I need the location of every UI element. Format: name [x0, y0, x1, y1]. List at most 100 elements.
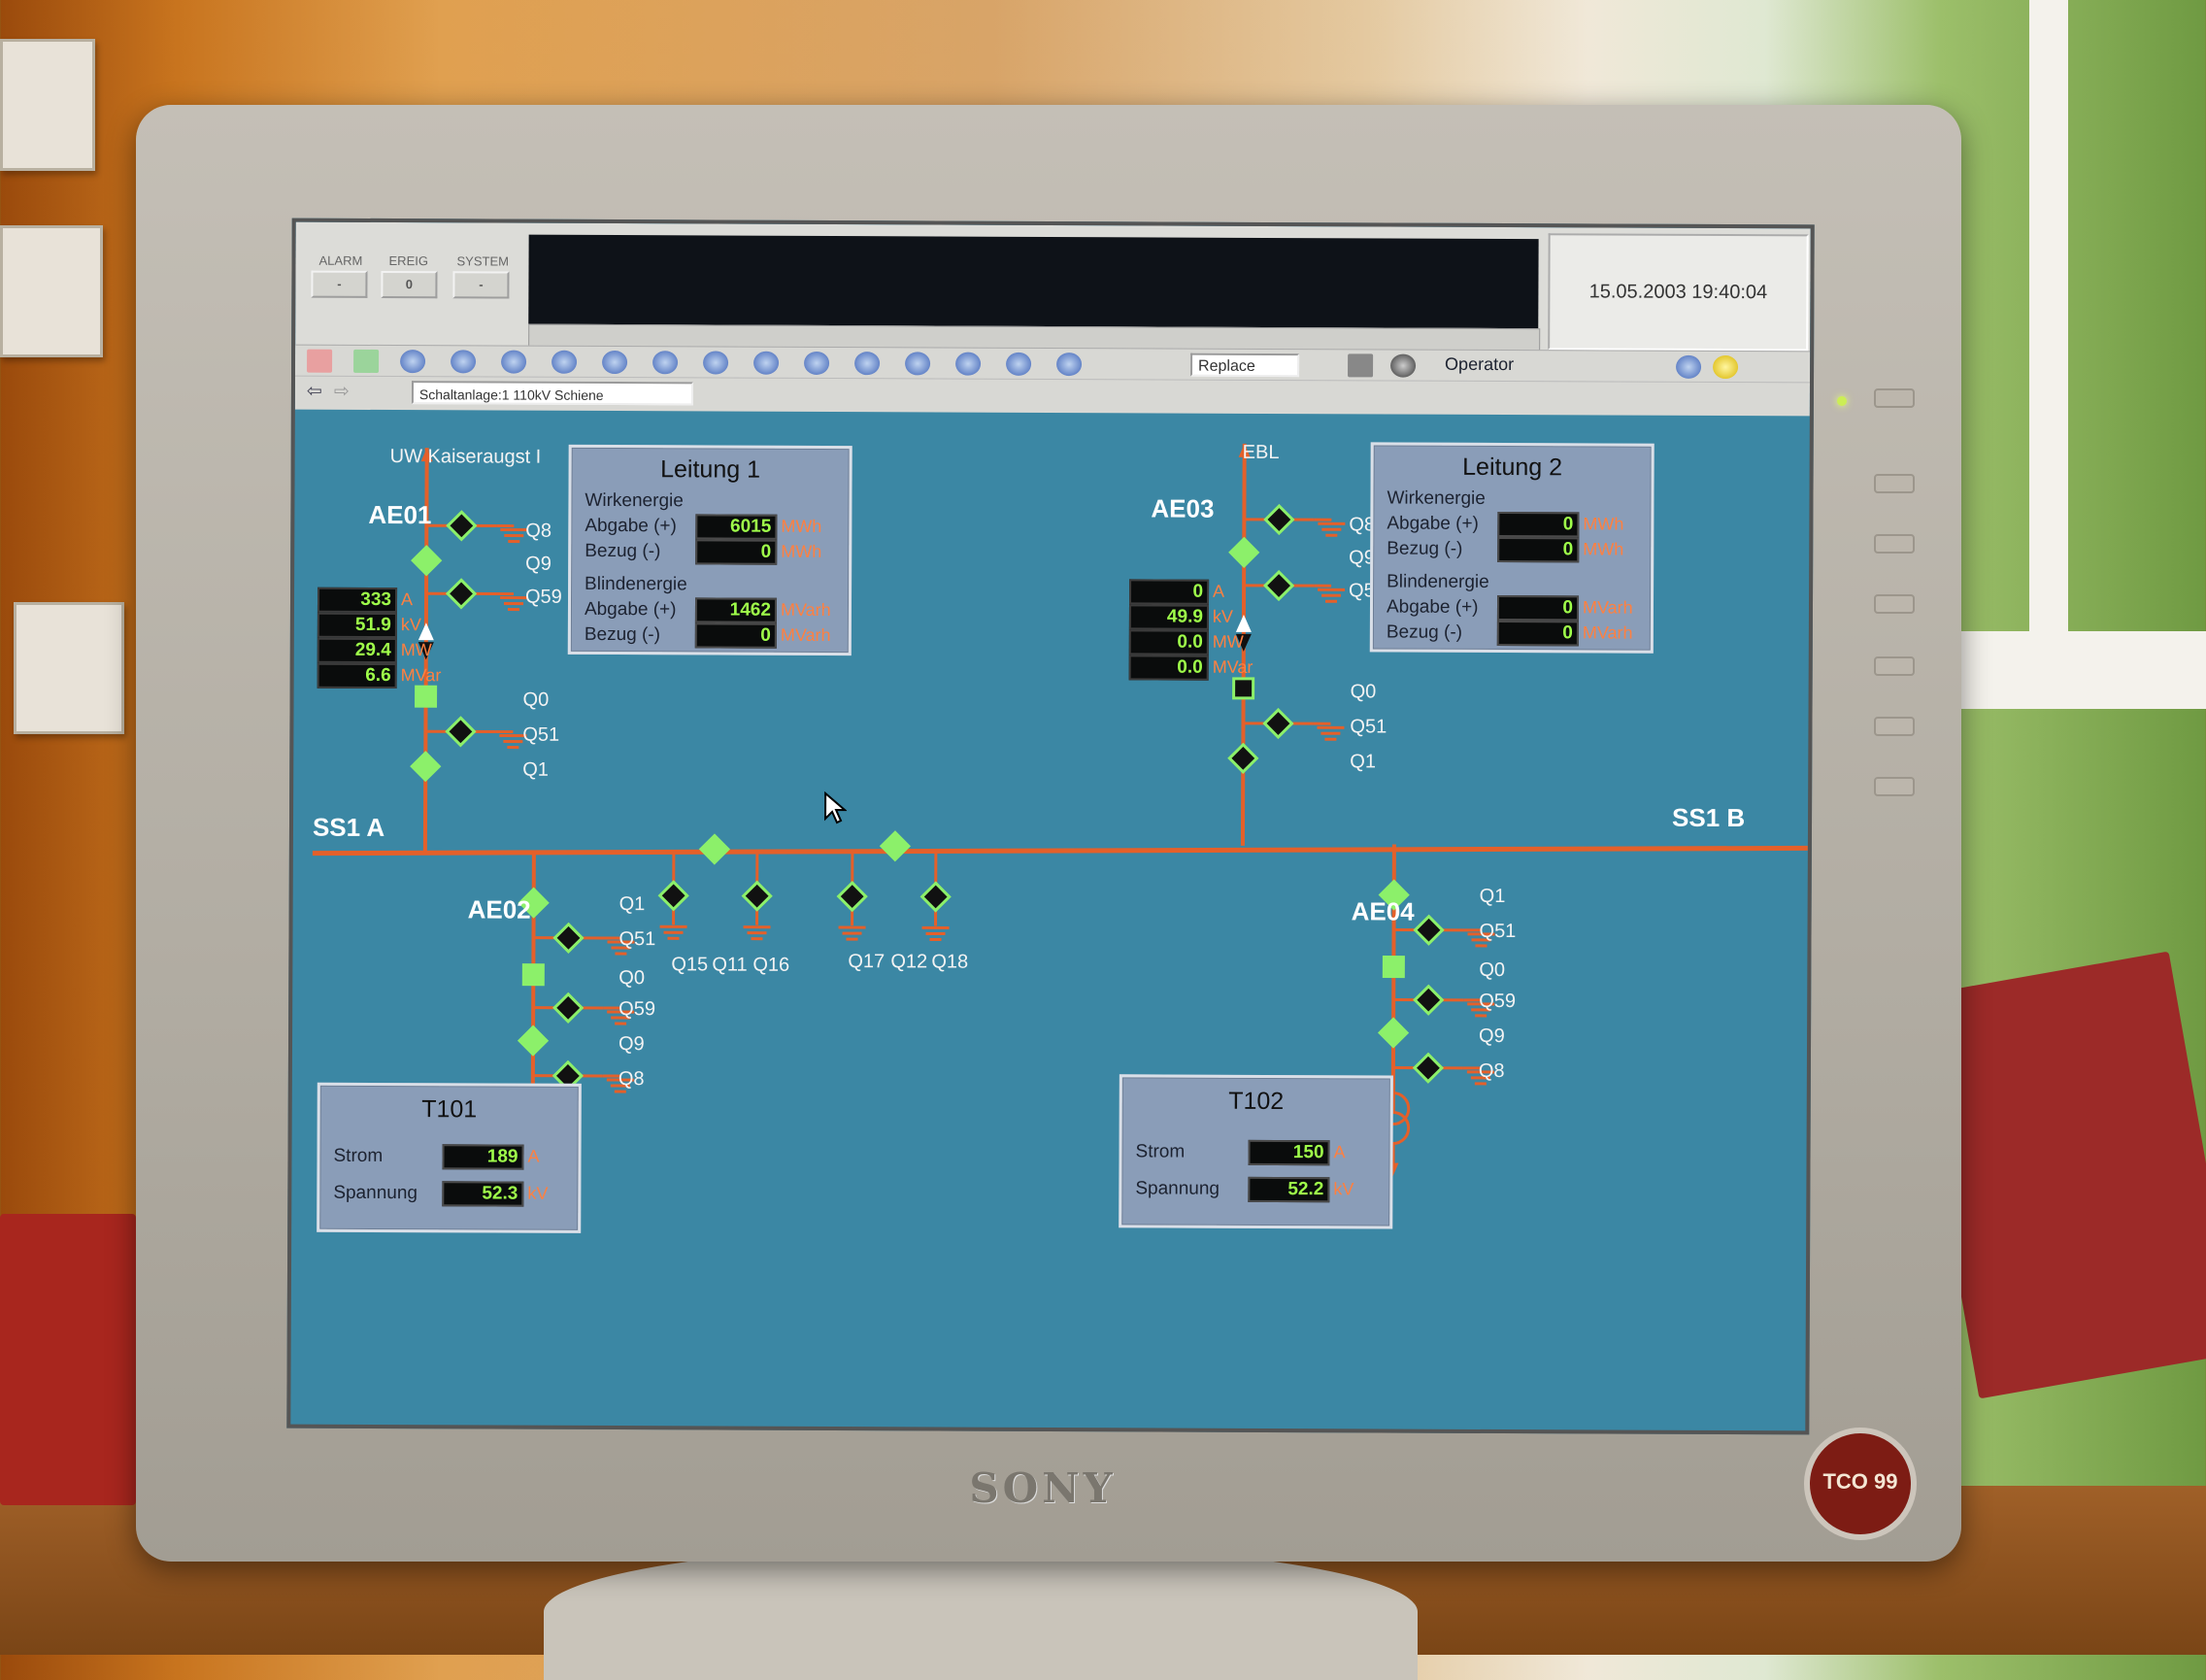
coupling-q15-switch[interactable] [660, 882, 687, 909]
ae02-q9-switch[interactable] [519, 1027, 547, 1055]
monitor-button-1[interactable] [1874, 388, 1915, 408]
monitor-button-2[interactable] [1874, 474, 1915, 493]
tool-icon-8[interactable] [652, 351, 678, 374]
leitung1-blind-bezug-value: 0 [695, 622, 777, 648]
monitor-button-7[interactable] [1874, 777, 1915, 796]
monitor-button-6[interactable] [1874, 717, 1915, 736]
tool-icon-7[interactable] [602, 351, 627, 374]
ae01-q1-switch[interactable] [412, 753, 439, 780]
mode-dropdown[interactable]: Replace [1190, 353, 1299, 377]
leitung2-wirk-abgabe-value: 0 [1497, 512, 1579, 537]
leitung2-blind-bezug-value: 0 [1497, 621, 1579, 646]
user-icon[interactable] [1390, 354, 1416, 378]
tool-icon-5[interactable] [501, 351, 526, 374]
ae01-current-value: 333 [318, 588, 397, 613]
datetime-display: 15.05.2003 19:40:04 [1548, 233, 1809, 351]
ae03-q0: Q0 [1351, 681, 1377, 703]
ae02-q0-switch[interactable] [523, 965, 543, 985]
leitung2-blind-bezug-unit: MVarh [1583, 622, 1633, 643]
tool-icon-11[interactable] [804, 352, 829, 375]
coupling-q15-earth [659, 926, 686, 938]
ae01-q51-switch[interactable] [447, 718, 474, 745]
location-dropdown[interactable]: Schaltanlage:1 110kV Schiene [412, 381, 693, 405]
globe-icon[interactable] [1676, 355, 1701, 379]
tool-icon-16[interactable] [1056, 353, 1082, 376]
alarm-button[interactable]: - [311, 271, 367, 298]
tco-badge: TCO 99 [1804, 1428, 1917, 1540]
wall-device-1 [0, 39, 95, 171]
forward-icon[interactable]: ⇨ [334, 381, 350, 403]
leitung2-blind-bezug-label: Bezug (-) [1387, 622, 1462, 644]
coupling-q16-switch[interactable] [744, 883, 771, 910]
leitung2-wirk-bezug-unit: MWh [1583, 539, 1623, 559]
ae03-q59-switch[interactable] [1265, 572, 1292, 599]
tool-icon-4[interactable] [451, 350, 476, 373]
leitung2-panel: Leitung 2 Wirkenergie Abgabe (+) 0 MWh B… [1370, 442, 1654, 653]
ae02-q51-switch[interactable] [554, 924, 582, 952]
back-icon[interactable]: ⇦ [307, 381, 322, 403]
top-bar: ALARM - EREIG 0 SYSTEM - 15.05.2003 19:4… [295, 222, 1811, 385]
tool-icon-12[interactable] [854, 352, 880, 375]
ae03-q51-switch[interactable] [1264, 710, 1291, 737]
ae01-q59-switch[interactable] [448, 580, 475, 607]
system-button[interactable]: - [452, 271, 509, 298]
tool-icon-10[interactable] [753, 352, 779, 375]
t101-spannung-unit: kV [527, 1184, 548, 1204]
t102-title: T102 [1122, 1087, 1390, 1116]
ae01-q9-switch[interactable] [413, 547, 440, 574]
ae03-label: AE03 [1151, 493, 1214, 523]
coupling-q11: Q11 [712, 954, 747, 976]
ereig-button[interactable]: 0 [381, 271, 437, 298]
ae01-q8-switch[interactable] [448, 512, 475, 539]
monitor-button-4[interactable] [1874, 594, 1915, 614]
tool-icon-3[interactable] [400, 350, 425, 373]
tool-icon-13[interactable] [905, 352, 930, 375]
help-icon[interactable] [1713, 355, 1738, 379]
ae04-q9-switch[interactable] [1380, 1019, 1407, 1046]
monitor-button-3[interactable] [1874, 534, 1915, 554]
ae01-voltage-unit: kV [401, 615, 421, 635]
tool-icon-2[interactable] [353, 350, 379, 373]
ae04-q0-switch[interactable] [1384, 957, 1403, 976]
leitung1-wirk-bezug-value: 0 [695, 539, 777, 564]
coupling-q17-switch[interactable] [839, 883, 866, 910]
ae01-reactive-value: 6.6 [318, 663, 397, 689]
tool-icon-9[interactable] [703, 351, 728, 374]
ae01-reactive-unit: MVar [401, 665, 442, 686]
coupling-q16-earth [743, 927, 770, 939]
ae03-q1-switch[interactable] [1229, 745, 1256, 772]
message-list[interactable] [528, 235, 1538, 329]
coupling-q18-switch[interactable] [922, 883, 950, 910]
tool-icon-15[interactable] [1006, 353, 1031, 376]
coupling-a-switch[interactable] [701, 835, 728, 862]
leitung2-wirk-heading: Wirkenergie [1387, 488, 1485, 510]
ae01-current-unit: A [401, 589, 413, 610]
window-frame-vertical [2029, 0, 2068, 699]
ae01-q51: Q51 [522, 724, 559, 747]
leitung2-wirk-bezug-value: 0 [1497, 537, 1579, 562]
ae03-q0-switch[interactable] [1234, 679, 1253, 698]
ae03-voltage-unit: kV [1213, 607, 1233, 627]
monitor-brand: SONY [955, 1464, 1130, 1512]
monitor-button-5[interactable] [1874, 656, 1915, 676]
ae04-q8-switch[interactable] [1415, 1055, 1442, 1082]
coupling-b-switch[interactable] [882, 832, 909, 859]
book-left [0, 1214, 136, 1505]
ae03-q9-switch[interactable] [1230, 539, 1257, 566]
print-icon[interactable] [1348, 353, 1373, 377]
ae02-q59-switch[interactable] [554, 994, 582, 1022]
ae03-power-unit: MW [1213, 632, 1244, 653]
power-led [1837, 396, 1847, 406]
ae03-q59-earth [1318, 589, 1345, 601]
ae01-q0-switch[interactable] [417, 687, 436, 706]
tool-icon-14[interactable] [955, 353, 981, 376]
ae03-current-unit: A [1213, 582, 1224, 602]
ae03-q8-switch[interactable] [1265, 506, 1292, 533]
tool-icon-6[interactable] [552, 351, 577, 374]
tool-icon-1[interactable] [307, 350, 332, 373]
t102-strom-value: 150 [1248, 1140, 1329, 1165]
busbar-b-label: SS1 B [1672, 803, 1745, 833]
ae04-q59-switch[interactable] [1415, 987, 1442, 1014]
ae04-q9: Q9 [1479, 1025, 1505, 1048]
ae04-q51-switch[interactable] [1415, 917, 1442, 944]
